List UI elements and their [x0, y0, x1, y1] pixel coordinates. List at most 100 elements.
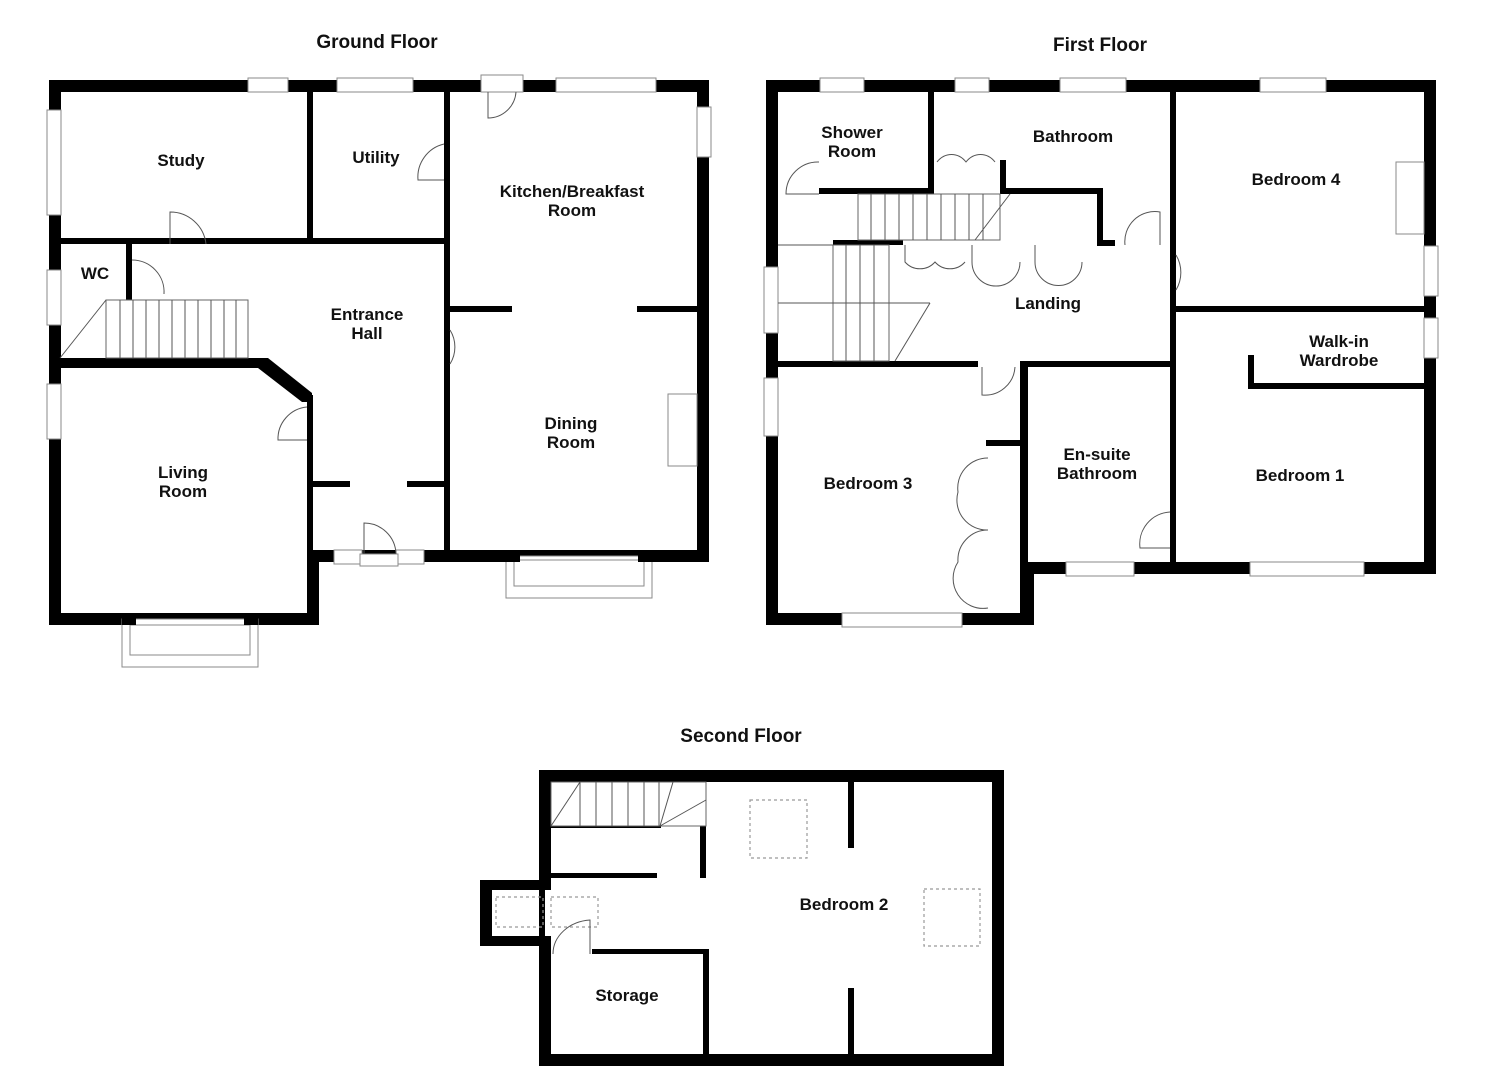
wall [307, 395, 313, 555]
wall [126, 244, 132, 302]
room-label-kitchen: Kitchen/Breakfast [500, 182, 645, 201]
wall [638, 550, 709, 562]
wall [848, 988, 854, 1058]
roof-window [749, 799, 808, 859]
wall [848, 780, 854, 848]
roof-window [550, 896, 599, 928]
room-label-landing: Landing [1015, 294, 1081, 313]
window [841, 612, 963, 628]
door-swing [1175, 254, 1182, 291]
wall [703, 949, 709, 1057]
door-swing [552, 919, 591, 955]
room-label-ensuite-2: Bathroom [1057, 464, 1137, 483]
front-door-sidelight [395, 549, 425, 565]
room-label-wc: WC [81, 264, 109, 283]
wall [549, 873, 657, 878]
first-floor-title: First Floor [1053, 35, 1148, 56]
room-label-kitchen-2: Room [548, 201, 596, 220]
wall [539, 1054, 1004, 1066]
wall [833, 240, 903, 245]
wall [480, 936, 551, 946]
window [555, 77, 657, 93]
door-swing [981, 366, 1016, 396]
door-swing [1139, 511, 1171, 549]
wardrobe-doors [952, 457, 989, 609]
wall-opening [545, 890, 553, 936]
wall [258, 358, 312, 402]
cupboard-doors [904, 245, 966, 270]
room-label-bedroom-4: Bedroom 4 [1252, 170, 1341, 189]
wall [539, 770, 1004, 782]
back-door-frame [480, 74, 524, 93]
room-label-living: Living [158, 463, 208, 482]
cupboard-doors [971, 245, 1021, 287]
wall [1170, 86, 1176, 308]
room-label-dining-2: Room [547, 433, 595, 452]
wall [1097, 240, 1115, 246]
bay-window-inner [129, 624, 251, 656]
wall [1020, 361, 1174, 367]
staircase [59, 299, 249, 359]
second-floor-title: Second Floor [680, 726, 802, 747]
door-swing [785, 161, 820, 195]
door-swing [487, 91, 517, 119]
door-swing [169, 211, 207, 245]
second-floor-plan [480, 770, 1004, 1066]
wall [450, 550, 520, 562]
first-floor-plan [763, 77, 1439, 628]
wall [444, 86, 450, 552]
wall [637, 306, 699, 312]
wall [1020, 361, 1028, 625]
door-swing [363, 522, 397, 555]
wall [819, 188, 934, 194]
door-swing [277, 406, 308, 441]
wall [450, 306, 512, 312]
window [1065, 561, 1135, 577]
wall [244, 613, 258, 625]
room-label-utility: Utility [352, 148, 400, 167]
chimney-breast [1395, 161, 1425, 235]
door-swing [1124, 211, 1161, 246]
front-door-sidelight [333, 549, 363, 565]
room-label-storage: Storage [595, 986, 658, 1005]
window [763, 266, 779, 334]
fireplace [667, 393, 698, 467]
window [46, 269, 62, 326]
window [1059, 77, 1127, 93]
bathroom-double-door [936, 154, 996, 163]
bay-window-inner [513, 559, 645, 587]
room-label-walkin: Walk-in [1309, 332, 1369, 351]
wall [992, 770, 1004, 1066]
room-label-living-2: Room [159, 482, 207, 501]
ground-floor-plan [46, 74, 712, 668]
wall [986, 440, 1026, 446]
wall [49, 358, 261, 368]
wall [1097, 188, 1103, 244]
window [696, 106, 712, 158]
window [819, 77, 865, 93]
wall [480, 880, 492, 946]
room-label-bedroom-2: Bedroom 2 [800, 895, 889, 914]
room-label-shower-2: Room [828, 142, 876, 161]
wall [592, 949, 708, 954]
front-door-frame [359, 553, 399, 567]
room-label-bedroom-3: Bedroom 3 [824, 474, 913, 493]
window [1259, 77, 1327, 93]
room-label-study: Study [157, 151, 205, 170]
wall [1000, 160, 1006, 190]
window [247, 77, 289, 93]
wall [772, 361, 978, 367]
wall [928, 86, 934, 194]
room-label-bedroom-1: Bedroom 1 [1256, 466, 1345, 485]
wall [55, 238, 450, 244]
wall [480, 880, 551, 890]
roof-window [923, 888, 981, 947]
staircase [550, 781, 707, 827]
wall [307, 86, 313, 242]
door-swing [131, 259, 165, 295]
window [336, 77, 414, 93]
wall [1170, 306, 1176, 568]
window [1423, 245, 1439, 297]
ground-floor-title: Ground Floor [316, 32, 438, 53]
room-label-shower: Shower [821, 123, 883, 142]
